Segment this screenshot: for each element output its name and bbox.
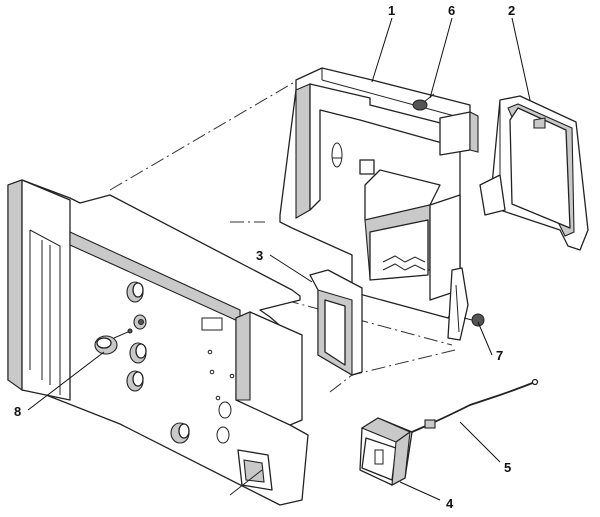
switch-module [359,417,413,486]
screw-bottom [463,313,485,327]
clip-part [309,269,363,376]
callout-leaders [27,17,531,501]
knob-5 [170,422,190,444]
callout-1: 1 [388,3,395,18]
knob-3 [129,342,147,364]
cable [411,378,539,433]
loose-knob [94,328,133,355]
callout-5: 5 [504,460,511,475]
knob-2 [133,314,147,330]
screw-top [412,93,435,111]
knob-1 [126,281,144,303]
front-panel [7,179,309,506]
bezel-frame [479,95,589,251]
callout-4: 4 [446,496,454,511]
callout-3: 3 [256,248,263,263]
callout-2: 2 [508,3,515,18]
knob-4 [126,370,144,392]
callout-8: 8 [14,404,21,419]
callout-labels: 1 6 2 3 7 5 4 8 [14,3,515,511]
callout-6: 6 [448,3,455,18]
callout-7: 7 [496,348,503,363]
rear-housing-frame [279,67,479,341]
